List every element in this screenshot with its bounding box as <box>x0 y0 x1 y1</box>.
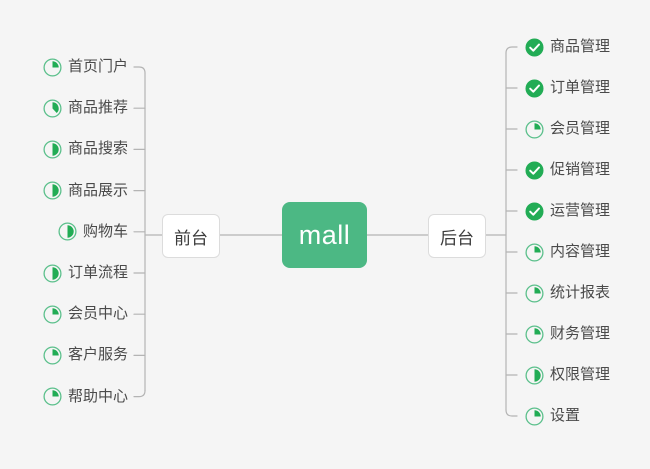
leaf-label: 购物车 <box>82 222 128 240</box>
leaf-back-7[interactable]: 财务管理 <box>525 321 650 347</box>
leaf-label: 权限管理 <box>550 366 611 383</box>
check-circle-icon <box>525 38 544 56</box>
leaf-label: 促销管理 <box>550 161 611 178</box>
leaf-label: 订单管理 <box>550 79 611 96</box>
leaf-back-0[interactable]: 商品管理 <box>525 34 650 60</box>
leaf-front-2[interactable]: 商品搜索 <box>0 136 128 162</box>
leaf-back-1[interactable]: 订单管理 <box>525 75 650 101</box>
leaf-label: 订单流程 <box>67 264 128 281</box>
progress-quarter-icon <box>525 242 544 262</box>
leaf-label: 统计报表 <box>550 284 611 301</box>
progress-half-icon <box>43 263 62 283</box>
branch-node-front-label: 前台 <box>174 228 208 248</box>
leaf-label: 商品搜索 <box>67 140 128 158</box>
leaf-label: 设置 <box>550 407 581 424</box>
leaf-front-5[interactable]: 订单流程 <box>0 260 128 286</box>
leaf-back-2[interactable]: 会员管理 <box>525 116 650 142</box>
branch-node-back-label: 后台 <box>440 228 474 248</box>
leaf-back-9[interactable]: 设置 <box>525 403 650 429</box>
leaf-front-6[interactable]: 会员中心 <box>0 301 128 327</box>
leaf-back-3[interactable]: 促销管理 <box>525 157 650 183</box>
leaf-label: 客户服务 <box>67 346 128 364</box>
root-node-mall[interactable]: mall <box>282 202 367 268</box>
check-circle-icon <box>525 202 544 220</box>
progress-quarter-icon <box>525 406 544 426</box>
root-node-label: mall <box>298 219 351 250</box>
leaf-label: 首页门户 <box>67 58 128 75</box>
leaf-label: 商品管理 <box>550 38 611 55</box>
leaf-label: 商品展示 <box>67 181 128 199</box>
progress-half-icon <box>58 222 77 241</box>
progress-half-icon <box>525 365 544 385</box>
leaf-label: 会员管理 <box>550 120 611 137</box>
progress-quarter-icon <box>43 305 62 324</box>
leaf-label: 会员中心 <box>67 305 128 323</box>
progress-half-icon <box>43 140 62 159</box>
leaf-front-8[interactable]: 帮助中心 <box>0 384 128 410</box>
progress-quarter-icon <box>525 283 544 303</box>
leaf-front-4[interactable]: 购物车 <box>0 219 128 245</box>
leaf-back-8[interactable]: 权限管理 <box>525 362 650 388</box>
branch-node-back[interactable]: 后台 <box>428 214 486 258</box>
leaf-label: 帮助中心 <box>67 387 128 405</box>
check-circle-icon <box>525 161 544 179</box>
progress-quarter-icon <box>43 346 62 365</box>
leaf-front-7[interactable]: 客户服务 <box>0 342 128 368</box>
progress-quarter-icon <box>43 387 62 406</box>
check-circle-icon <box>525 79 544 97</box>
leaf-label: 财务管理 <box>550 325 611 342</box>
progress-quarter-icon <box>525 119 544 139</box>
leaf-front-3[interactable]: 商品展示 <box>0 178 128 204</box>
leaf-back-4[interactable]: 运营管理 <box>525 198 650 224</box>
progress-pie-icon <box>43 99 62 118</box>
leaf-back-5[interactable]: 内容管理 <box>525 239 650 265</box>
leaf-label: 运营管理 <box>550 202 611 219</box>
leaf-front-1[interactable]: 商品推荐 <box>0 95 128 121</box>
progress-quarter-icon <box>525 324 544 344</box>
leaf-front-0[interactable]: 首页门户 <box>0 54 128 80</box>
leaf-label: 商品推荐 <box>67 99 128 117</box>
progress-quarter-icon <box>43 57 62 77</box>
progress-half-icon <box>43 181 62 200</box>
leaf-back-6[interactable]: 统计报表 <box>525 280 650 306</box>
branch-node-front[interactable]: 前台 <box>162 214 220 258</box>
leaf-label: 内容管理 <box>550 243 611 260</box>
